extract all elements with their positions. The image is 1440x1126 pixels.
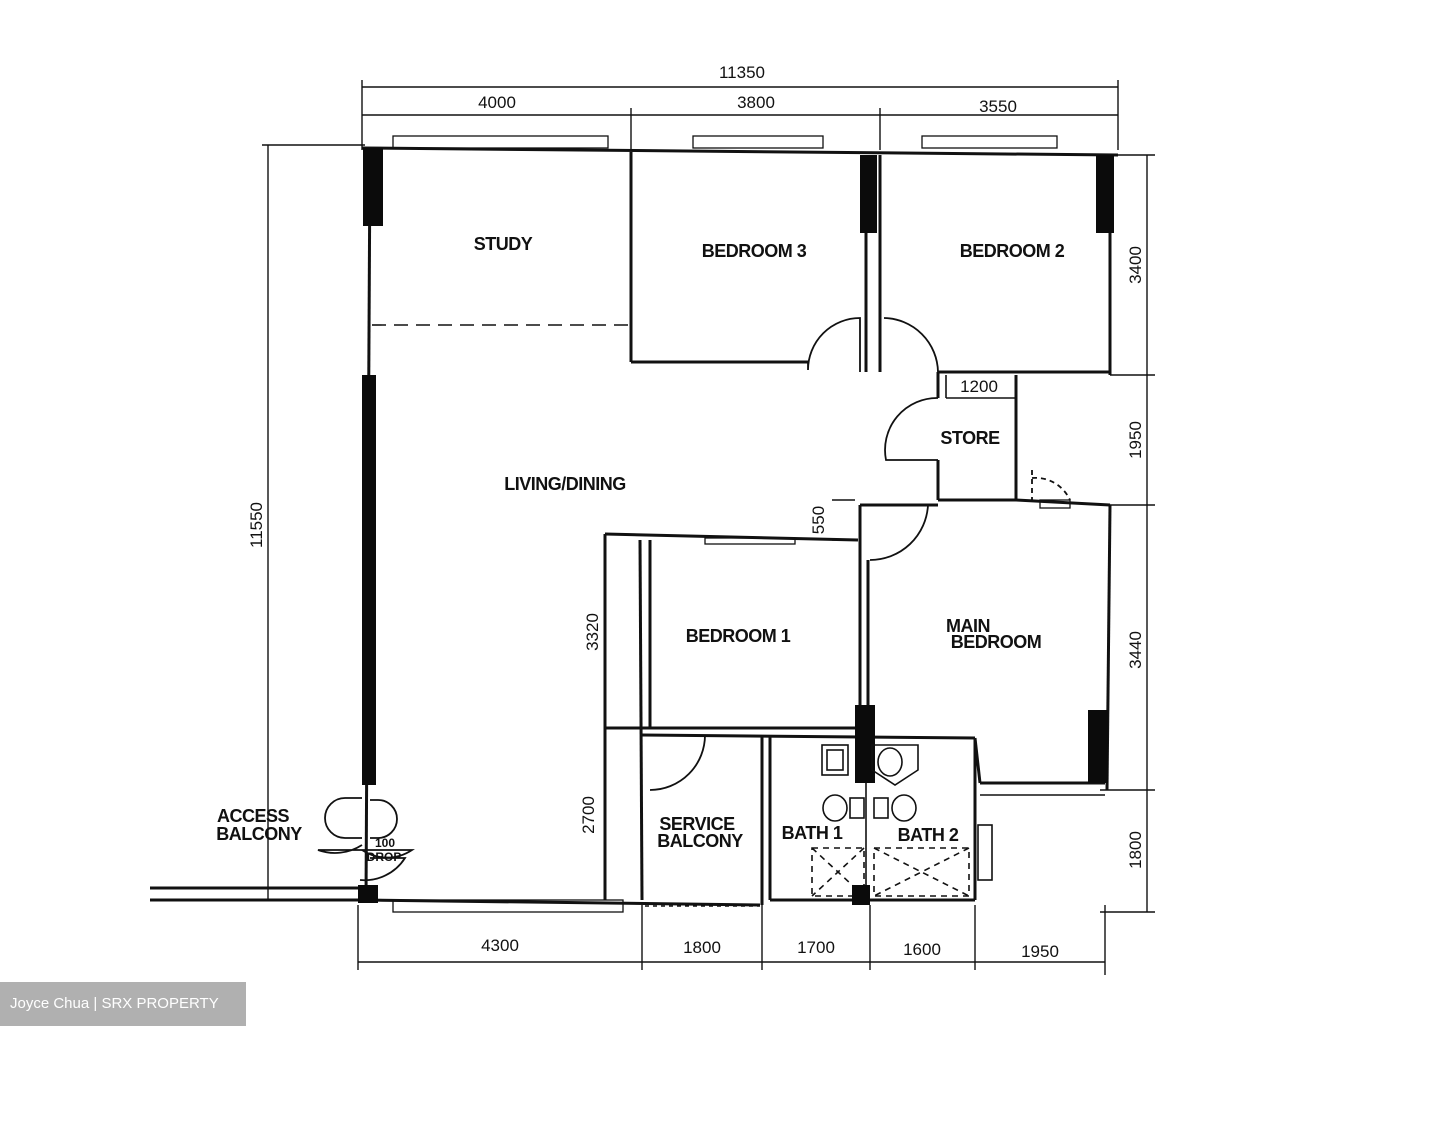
dim-store-width: 1200 bbox=[960, 377, 998, 396]
dim-overall-width: 11350 bbox=[719, 63, 765, 82]
dim-bottom-2: 1800 bbox=[683, 938, 721, 957]
room-bath1-label: BATH 1 bbox=[782, 823, 843, 843]
room-master-bedroom-label-1: MAIN bbox=[946, 616, 990, 636]
dim-right-1: 3400 bbox=[1126, 246, 1145, 284]
dim-top-1: 4000 bbox=[478, 93, 516, 112]
outer-walls bbox=[150, 146, 1119, 907]
drop-label-1: 100 bbox=[375, 836, 395, 850]
room-master-bedroom-label-2: BEDROOM bbox=[951, 632, 1042, 652]
dim-overall-height: 11550 bbox=[247, 502, 266, 548]
structural-columns bbox=[358, 148, 1114, 905]
dim-bedroom1-height: 3320 bbox=[583, 613, 602, 651]
room-study-label: STUDY bbox=[474, 234, 533, 254]
doors bbox=[649, 317, 1071, 791]
dim-bottom-4: 1600 bbox=[903, 940, 941, 959]
room-service-balcony-label-1: SERVICE bbox=[659, 814, 735, 834]
dim-right-3: 3440 bbox=[1126, 631, 1145, 669]
drop-label-2: DROP bbox=[367, 850, 402, 864]
bottom-dimensions: 4300 1800 1700 1600 1950 bbox=[357, 905, 1106, 975]
bath-fixtures bbox=[821, 744, 919, 822]
room-bedroom1-label: BEDROOM 1 bbox=[686, 626, 791, 646]
access-balcony-label-2: BALCONY bbox=[216, 824, 302, 844]
dim-right-4: 1800 bbox=[1126, 831, 1145, 869]
dim-recess: 550 bbox=[809, 506, 828, 534]
left-dimensions: 11550 bbox=[247, 144, 365, 901]
dim-bottom-1: 4300 bbox=[481, 936, 519, 955]
dim-bottom-3: 1700 bbox=[797, 938, 835, 957]
room-store-label: STORE bbox=[940, 428, 1000, 448]
dim-bottom-5: 1950 bbox=[1021, 942, 1059, 961]
dim-top-2: 3800 bbox=[737, 93, 775, 112]
room-living-dining-label: LIVING/DINING bbox=[504, 474, 626, 494]
room-bedroom2-label: BEDROOM 2 bbox=[960, 241, 1065, 261]
dim-right-2: 1950 bbox=[1126, 421, 1145, 459]
interior-walls bbox=[372, 152, 1111, 907]
room-bedroom3-label: BEDROOM 3 bbox=[702, 241, 807, 261]
right-dimensions: 3400 1950 3440 1800 bbox=[1100, 154, 1155, 913]
room-bath2-label: BATH 2 bbox=[898, 825, 959, 845]
dim-top-3: 3550 bbox=[979, 97, 1017, 116]
entrance-door bbox=[317, 797, 415, 882]
top-dimensions: 11350 4000 3800 3550 bbox=[361, 63, 1119, 150]
watermark: Joyce Chua | SRX PROPERTY bbox=[0, 982, 246, 1026]
dim-service-height: 2700 bbox=[579, 796, 598, 834]
access-balcony-label-1: ACCESS bbox=[217, 806, 290, 826]
room-service-balcony-label-2: BALCONY bbox=[657, 831, 743, 851]
